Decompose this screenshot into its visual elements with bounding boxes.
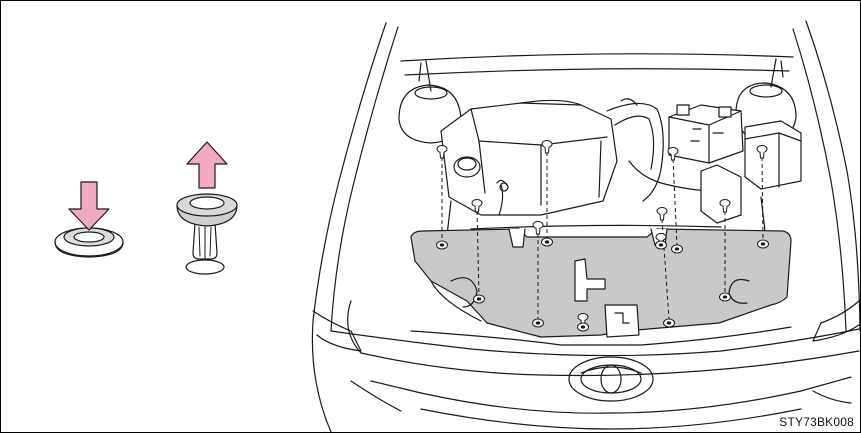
clip-hole-icon [542,238,553,246]
arrow-down-icon [69,182,109,230]
engine-bay [312,21,860,432]
body-left-edge [312,23,386,432]
clip-hole-icon [533,319,544,327]
clip-pressed-icon [55,228,123,257]
screw-icon [657,208,667,221]
clip-hole-icon [672,245,683,253]
clip-hole-icon [474,295,485,303]
clip-removal-steps [55,142,237,274]
clip-hole-icon [758,240,769,248]
clip-hole-icon [720,293,731,301]
clip-icon [177,194,237,274]
screw-icon [533,222,543,235]
clip-hole-icon [656,241,667,249]
arrow-up-icon [187,142,227,188]
screw-icon [668,148,678,161]
clip-hole-icon [664,319,675,327]
emblem [569,357,653,401]
clip-hole-icon [578,323,589,331]
figure-code: STY73BK008 [779,415,854,429]
clip-hole-icon [437,241,448,249]
